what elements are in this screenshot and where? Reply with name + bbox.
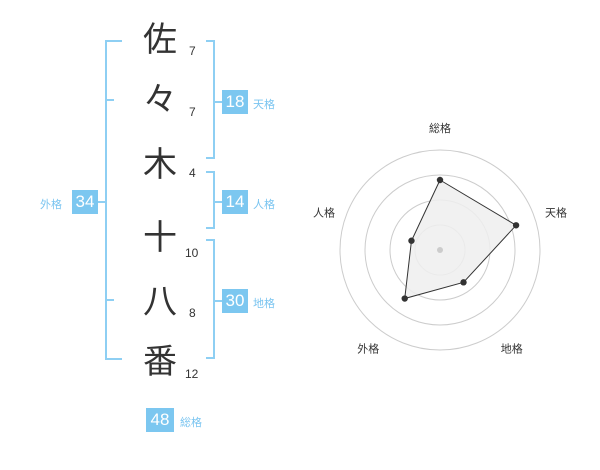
gaikaku-bracket	[105, 40, 122, 360]
stroke-count-5: 8	[189, 306, 196, 320]
radar-point-4	[401, 295, 408, 302]
stroke-count-3: 4	[189, 166, 196, 180]
chikaku-value: 30	[222, 289, 248, 313]
radar-axis-label-2: 天格	[545, 205, 567, 219]
chikaku-label: 地格	[253, 297, 275, 310]
radar-axis-label-1: 総格	[429, 121, 451, 135]
radar-point-1	[436, 176, 444, 184]
jinkaku-value: 14	[222, 190, 248, 214]
name-char-5: 八	[143, 282, 177, 322]
soukaku-value: 48	[146, 408, 174, 432]
radar-point-3	[460, 279, 467, 286]
stroke-count-4: 10	[185, 246, 199, 260]
jinkaku-label: 人格	[253, 198, 275, 211]
jinkaku-bracket	[206, 171, 215, 229]
name-char-3: 木	[143, 145, 177, 185]
radar-axis-label-4: 外格	[357, 342, 379, 356]
tenkaku-label: 天格	[253, 98, 275, 111]
radar-axis-label-3: 地格	[501, 342, 523, 356]
soukaku-label: 総格	[180, 416, 202, 429]
name-char-1: 佐	[143, 20, 177, 60]
radar-ring-3	[364, 174, 516, 326]
name-char-2: 々	[143, 80, 177, 120]
tenkaku-bracket	[206, 40, 215, 159]
radar-area	[404, 179, 517, 300]
radar-point-5	[408, 237, 415, 244]
stroke-count-2: 7	[189, 105, 196, 119]
stroke-count-1: 7	[189, 44, 196, 58]
gaikaku-value: 34	[72, 190, 98, 214]
gaikaku-label: 外格	[40, 198, 62, 211]
radar-point-2	[512, 222, 520, 229]
radar-ring-4	[339, 149, 541, 351]
name-char-6: 番	[143, 342, 177, 382]
name-char-4: 十	[143, 218, 177, 258]
chikaku-bracket	[206, 239, 215, 359]
tenkaku-value: 18	[222, 90, 248, 114]
radar-center-dot	[437, 247, 443, 253]
radar-axis-label-5: 人格	[313, 205, 335, 219]
stroke-count-6: 12	[185, 367, 199, 381]
